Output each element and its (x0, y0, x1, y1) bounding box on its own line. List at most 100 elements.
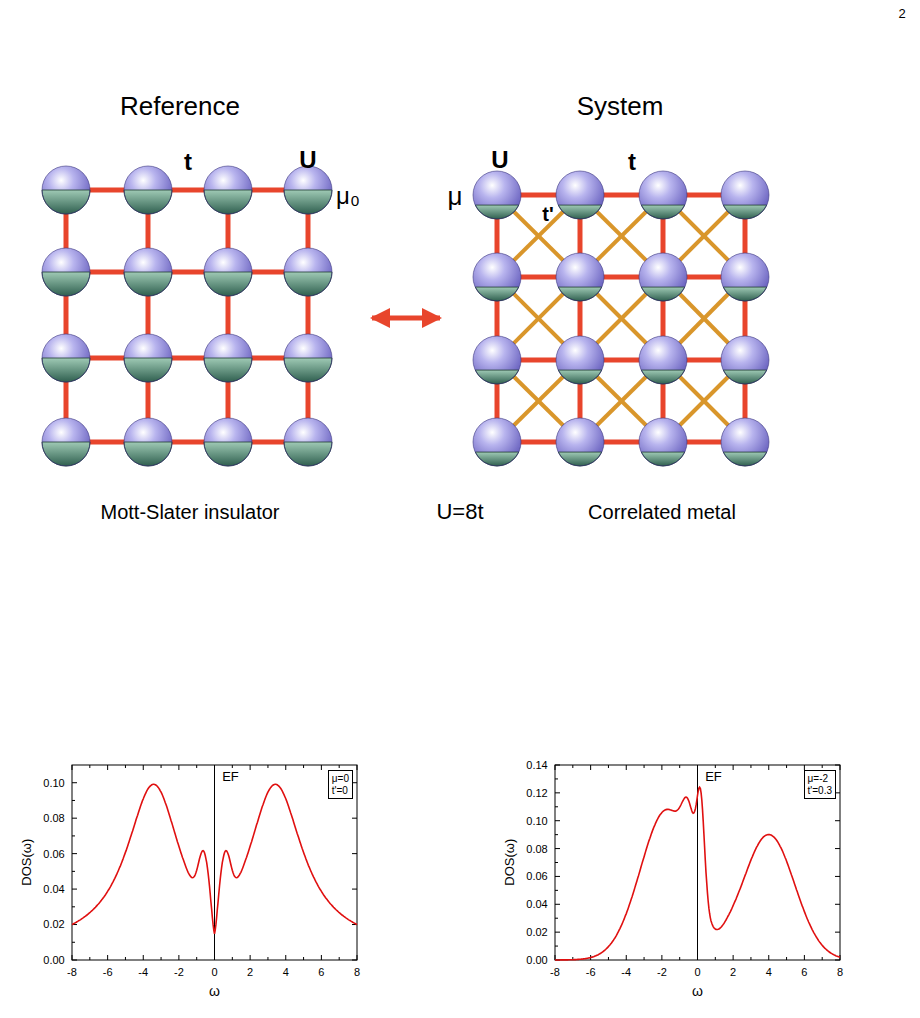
tick (161, 765, 162, 768)
tick-label: -8 (67, 966, 77, 978)
tick-label: 0.10 (43, 777, 64, 789)
tick (143, 765, 144, 770)
tick (555, 862, 558, 863)
site-outline (284, 166, 332, 214)
site-sphere (124, 166, 172, 214)
tick (555, 765, 556, 770)
figure-label: t (184, 149, 192, 175)
figure-label: EF (705, 770, 722, 784)
tick (715, 957, 716, 960)
tick-label: 0.00 (526, 954, 547, 966)
site-outline (284, 334, 332, 382)
tick (835, 904, 840, 905)
site-outline (721, 336, 769, 384)
tick (555, 932, 560, 933)
tick (835, 932, 840, 933)
tick (679, 765, 680, 768)
site-sphere (284, 418, 332, 466)
tick (125, 765, 126, 768)
electron-filling (641, 205, 685, 219)
site-outline (556, 171, 604, 219)
electron-filling (475, 370, 519, 384)
site-outline (204, 334, 252, 382)
tick (72, 889, 77, 890)
tick (72, 782, 77, 783)
site-outline (42, 334, 90, 382)
tick (626, 765, 627, 770)
site-outline (721, 418, 769, 466)
tick (555, 904, 560, 905)
site-outline (721, 253, 769, 301)
tick (835, 765, 840, 766)
tick (178, 955, 179, 960)
site-sphere (721, 171, 769, 219)
tick (125, 957, 126, 960)
electron-filling (284, 442, 332, 466)
tick (352, 960, 357, 961)
site-outline (639, 336, 687, 384)
electron-filling (284, 272, 332, 296)
site-sphere (473, 336, 521, 384)
site-outline (284, 418, 332, 466)
site-sphere (124, 334, 172, 382)
tick (822, 765, 823, 768)
tick (555, 946, 558, 947)
tick-label: 0.08 (43, 812, 64, 824)
tick (835, 820, 840, 821)
figure-label: U (491, 147, 508, 173)
electron-filling (723, 370, 767, 384)
tick (89, 957, 90, 960)
site-outline (556, 418, 604, 466)
tick (72, 942, 75, 943)
tick-label: -8 (550, 966, 560, 978)
electron-filling (42, 190, 90, 214)
electron-filling (641, 452, 685, 466)
tick-label: 4 (766, 966, 772, 978)
legend-text: μ=0 (332, 773, 349, 785)
tick (357, 765, 358, 770)
figure-label: t' (542, 203, 553, 225)
tick (555, 848, 560, 849)
electron-filling (204, 442, 252, 466)
tick-label: 8 (837, 966, 843, 978)
tick (196, 765, 197, 768)
electron-filling (641, 370, 685, 384)
electron-filling (641, 287, 685, 301)
tick (303, 957, 304, 960)
electron-filling (558, 370, 602, 384)
site-sphere (204, 248, 252, 296)
site-sphere (284, 248, 332, 296)
axis-title: DOS(ω) (503, 839, 517, 886)
tick (321, 955, 322, 960)
tick-label: 0.02 (43, 918, 64, 930)
plot-legend-box: μ=0t'=0 (328, 770, 353, 799)
tick (555, 792, 560, 793)
site-sphere (42, 248, 90, 296)
figure-label: μ (448, 182, 463, 211)
site-outline (473, 253, 521, 301)
tick (178, 765, 179, 770)
tick (555, 778, 558, 779)
tick (626, 955, 627, 960)
tick-label: 0 (694, 966, 700, 978)
site-outline (556, 336, 604, 384)
electron-filling (475, 205, 519, 219)
site-sphere (721, 253, 769, 301)
axis-title: DOS(ω) (20, 839, 34, 886)
site-outline (473, 418, 521, 466)
electron-filling (204, 358, 252, 382)
tick-label: 0.02 (526, 926, 547, 938)
site-outline (204, 248, 252, 296)
site-sphere (639, 171, 687, 219)
tick-label: 0.14 (526, 759, 547, 771)
site-sphere (556, 253, 604, 301)
electron-filling (723, 205, 767, 219)
electron-filling (284, 358, 332, 382)
dos-curve (555, 787, 840, 960)
figure-label: U=8t (436, 500, 483, 524)
site-outline (42, 418, 90, 466)
tick (143, 955, 144, 960)
tick (555, 918, 558, 919)
site-outline (721, 171, 769, 219)
tick (339, 957, 340, 960)
